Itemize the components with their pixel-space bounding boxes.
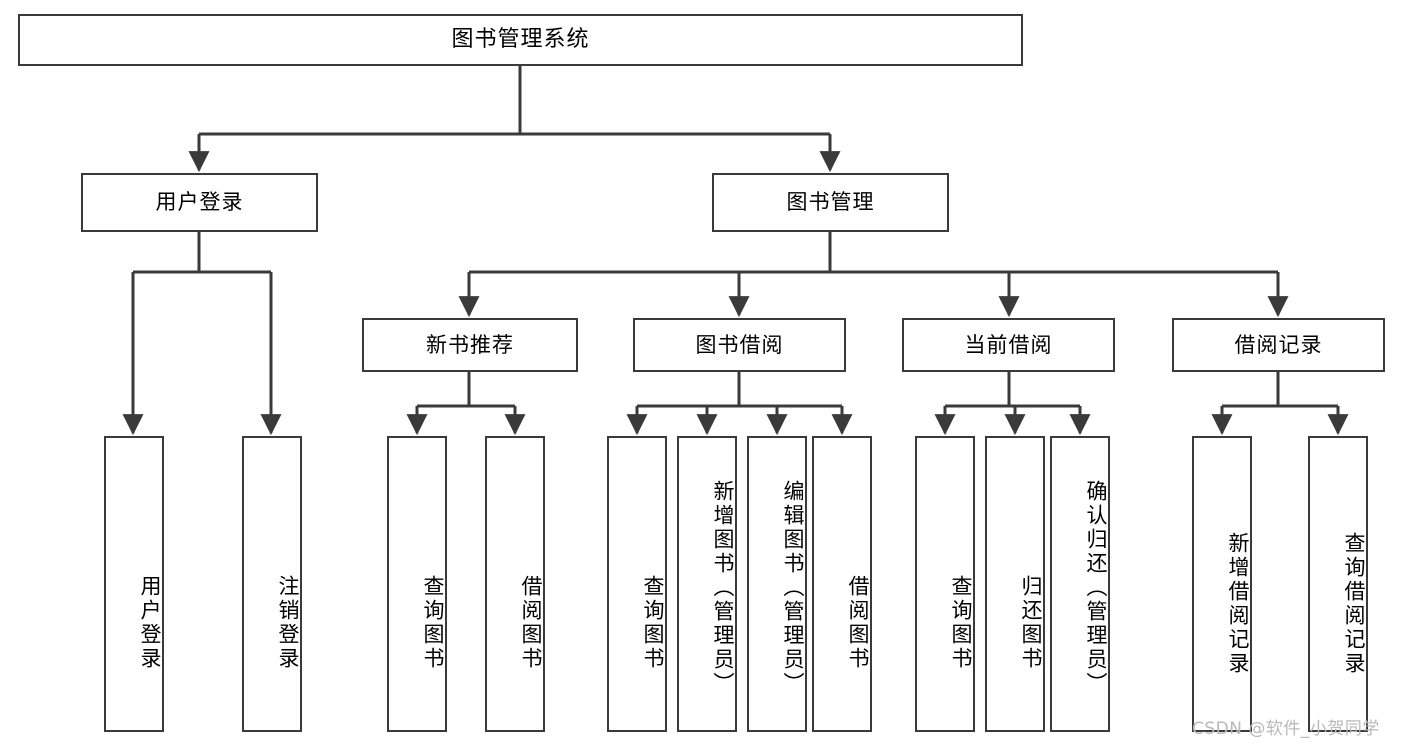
leaf-logout-login[interactable]: 注销登录: [242, 436, 302, 732]
node-book-management[interactable]: 图书管理: [712, 173, 949, 232]
csdn-watermark: CSDN @软件_小贺同学: [1192, 719, 1380, 739]
leaf-confirm-return[interactable]: 确认归还（管理员）: [1050, 436, 1110, 732]
leaf-add-book[interactable]: 新增图书（管理员）: [677, 436, 737, 732]
leaf-borrow-book-recommend[interactable]: 借阅图书: [485, 436, 545, 732]
leaf-borrow-book-borrow[interactable]: 借阅图书: [812, 436, 872, 732]
node-user-login[interactable]: 用户登录: [81, 173, 318, 232]
leaf-return-book[interactable]: 归还图书: [985, 436, 1045, 732]
leaf-add-borrow-record[interactable]: 新增借阅记录: [1192, 436, 1252, 732]
leaf-query-book-recommend[interactable]: 查询图书: [387, 436, 447, 732]
leaf-edit-book[interactable]: 编辑图书（管理员）: [747, 436, 807, 732]
node-new-book-recommend[interactable]: 新书推荐: [362, 318, 578, 372]
leaf-query-borrow-record[interactable]: 查询借阅记录: [1308, 436, 1368, 732]
leaf-query-book-borrow[interactable]: 查询图书: [607, 436, 667, 732]
node-root[interactable]: 图书管理系统: [18, 14, 1023, 66]
node-current-borrow[interactable]: 当前借阅: [902, 318, 1115, 372]
node-book-borrow[interactable]: 图书借阅: [633, 318, 846, 372]
leaf-user-login[interactable]: 用户登录: [104, 436, 164, 732]
node-borrow-record[interactable]: 借阅记录: [1172, 318, 1385, 372]
leaf-query-book-current[interactable]: 查询图书: [915, 436, 975, 732]
